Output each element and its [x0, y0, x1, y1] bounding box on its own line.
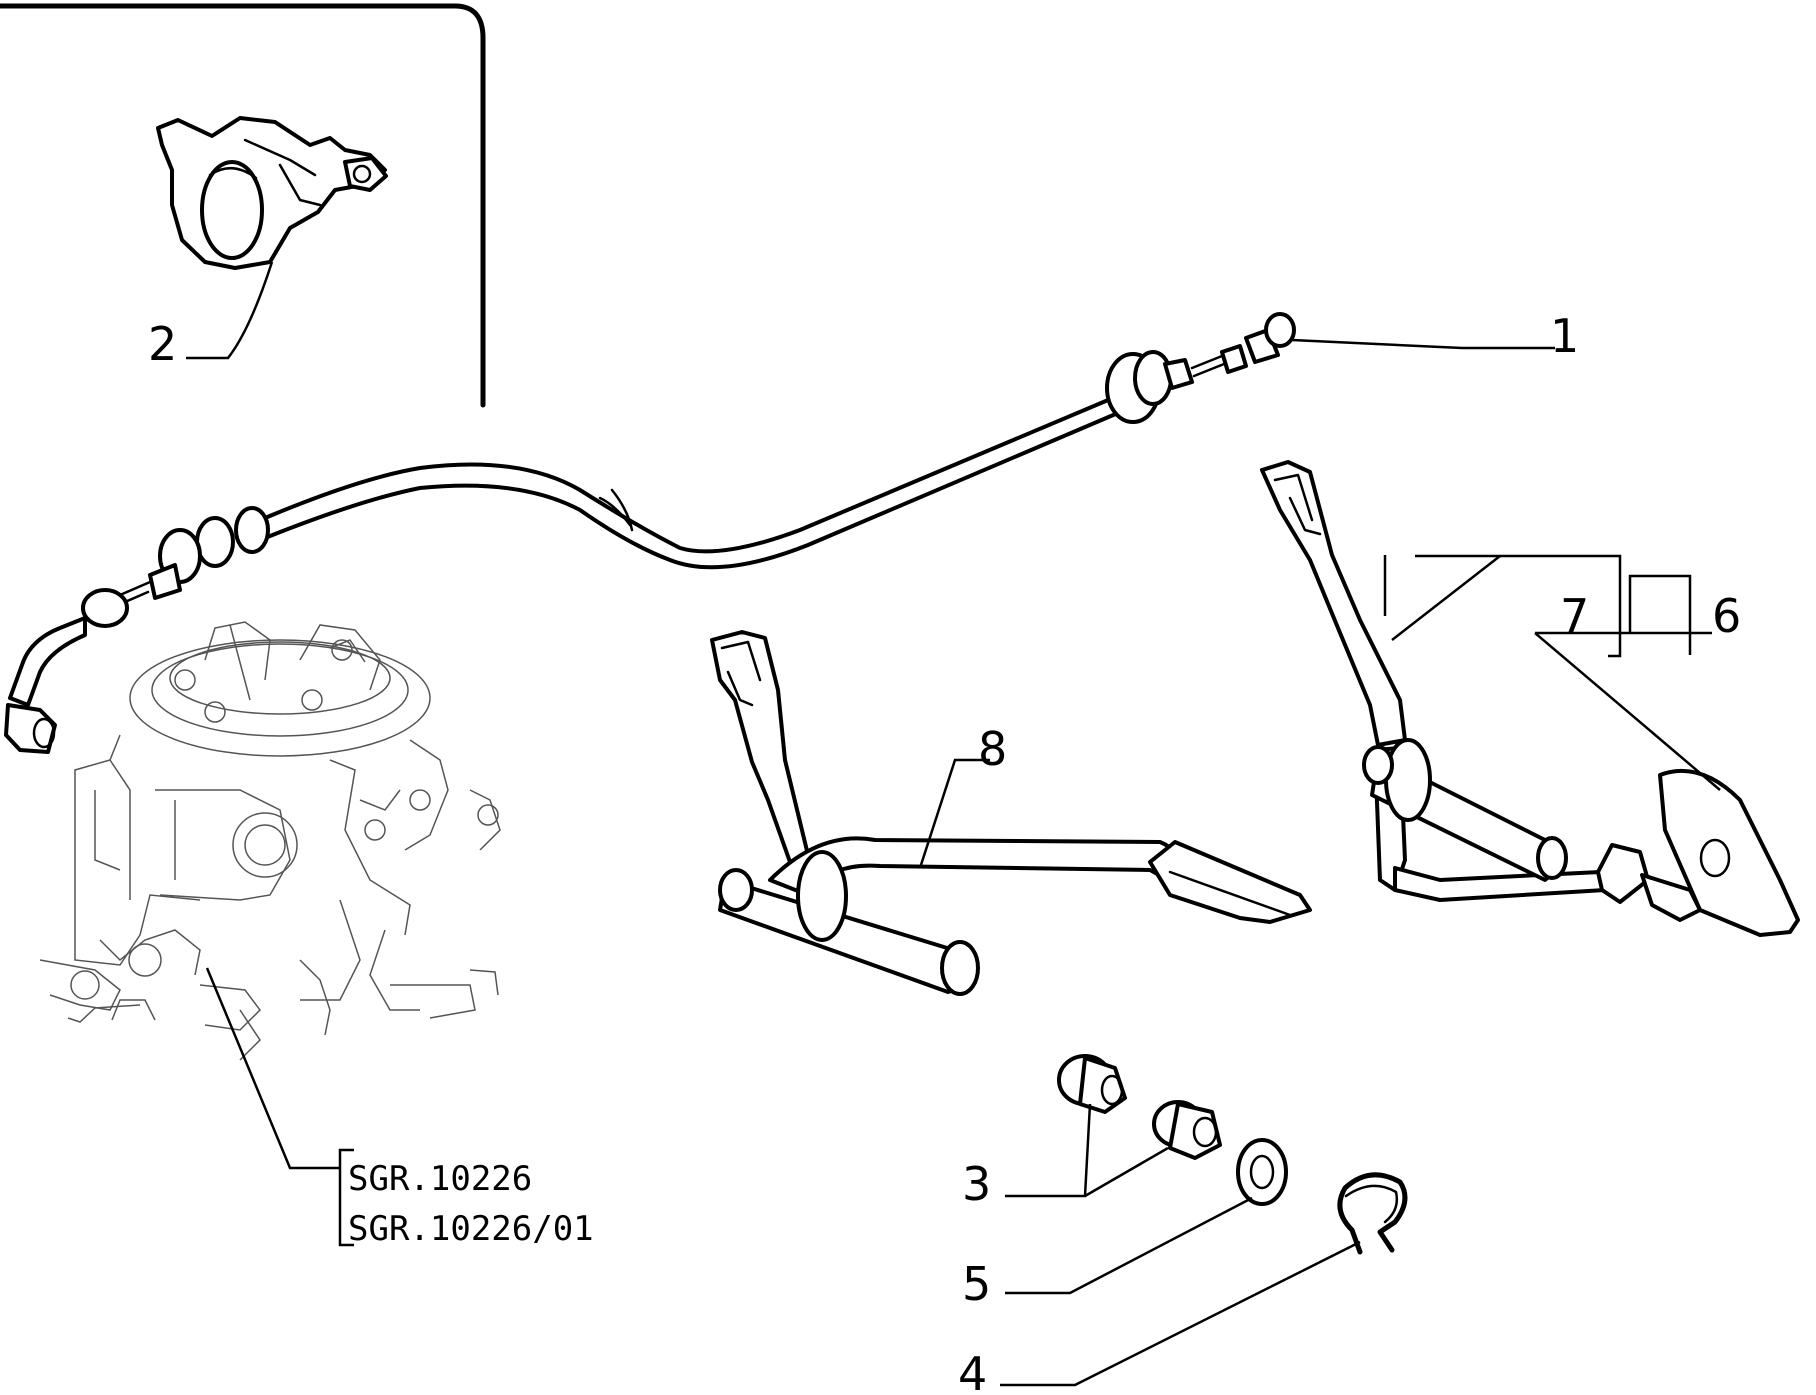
throttle-cable-icon — [4, 312, 1296, 754]
sheet-frame-line — [0, 3, 486, 408]
carburettor-icon — [39, 621, 501, 1061]
pedal-icon — [710, 630, 1312, 996]
bushing-icon — [1057, 1054, 1222, 1160]
washer-icon — [1236, 1138, 1288, 1206]
callout-6: 6 — [1712, 589, 1741, 643]
pedal-icon — [1260, 460, 1800, 937]
callout-3: 3 — [962, 1157, 991, 1211]
callout-7: 7 — [1560, 589, 1589, 643]
callout-2: 2 — [148, 317, 177, 371]
callout-5: 5 — [962, 1257, 991, 1311]
reference-code-a: SGR.10226 — [348, 1159, 532, 1199]
spring-clip-icon — [1337, 1172, 1408, 1255]
callout-4: 4 — [958, 1347, 987, 1395]
clamp-icon — [156, 116, 388, 270]
reference-code-b: SGR.10226/01 — [348, 1209, 594, 1249]
leader-lines — [186, 261, 1721, 1387]
callout-8: 8 — [978, 722, 1007, 776]
callout-1: 1 — [1550, 309, 1579, 363]
